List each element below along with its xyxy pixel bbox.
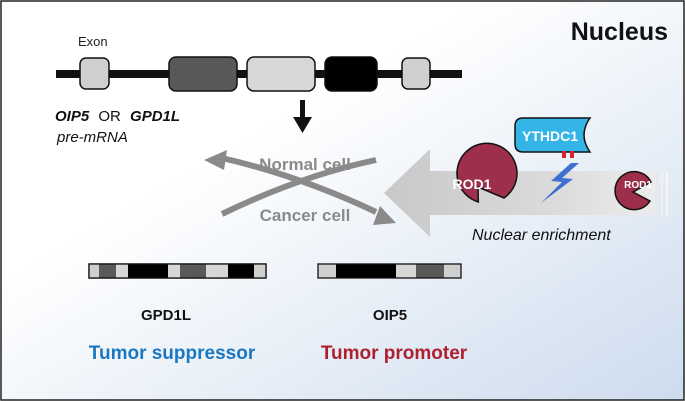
gene-name-oip5: OIP5 (55, 108, 90, 125)
splicing-switch-arrows (220, 155, 378, 217)
exon-5 (401, 57, 431, 90)
gpd1l-isoform-name: GPD1L (141, 307, 191, 324)
gpd1l-isoform-bar (88, 263, 267, 279)
exon-label: Exon (78, 34, 108, 49)
m6a-mark-2 (570, 151, 574, 158)
nuclear-enrichment-arrow (384, 149, 668, 237)
rod1-large-label: ROD1 (453, 176, 492, 192)
normal-cell-label: Normal cell (259, 155, 351, 174)
rod1-small-label: ROD1 (624, 180, 652, 191)
nuclear-enrichment-label: Nuclear enrichment (472, 227, 611, 244)
rod1-small-protein: ROD1 (614, 170, 652, 211)
nucleus-label: Nucleus (571, 18, 668, 46)
exon-3 (246, 56, 316, 92)
normal-arrow-head-icon (204, 150, 227, 170)
or-text: OR (98, 108, 121, 125)
cancer-arrow-head-icon (373, 206, 396, 225)
gene-name-gpd1l: GPD1L (130, 108, 180, 125)
exon-2 (168, 56, 238, 92)
oip5-isoform-bar (317, 263, 462, 279)
ythdc1-label: YTHDC1 (522, 128, 578, 144)
cancer-cell-label: Cancer cell (260, 206, 351, 225)
exon-1 (79, 57, 110, 90)
gene-names-label: OIP5 OR GPD1L (55, 108, 180, 125)
rod1-large-protein: ROD1 (453, 142, 518, 204)
exon-4 (324, 56, 378, 92)
premrna-label: pre-mRNA (56, 129, 128, 146)
tumor-promoter-label: Tumor promoter (321, 343, 468, 364)
oip5-isoform-name: OIP5 (373, 307, 407, 324)
ythdc1-protein: YTHDC1 (514, 117, 592, 153)
m6a-mark-1 (562, 151, 566, 158)
down-arrow-icon (293, 100, 312, 133)
tumor-suppressor-label: Tumor suppressor (89, 343, 256, 364)
